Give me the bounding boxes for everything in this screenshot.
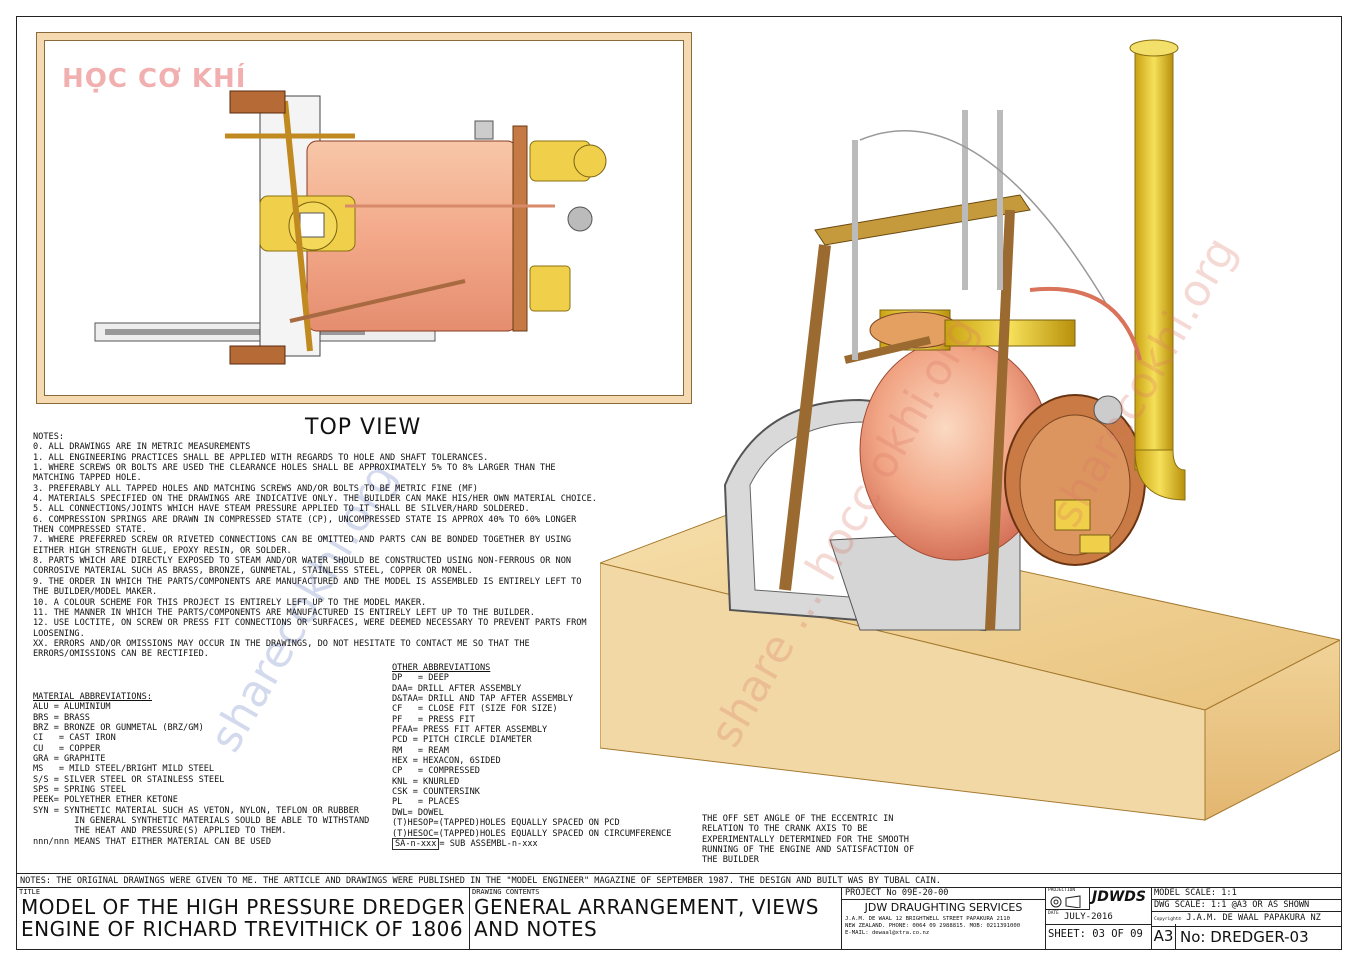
abbr-item: PF = PRESS FIT [392, 714, 475, 725]
abbr-item: D&TAA= DRILL AND TAP AFTER ASSEMBLY [392, 694, 574, 705]
top-view-title: TOP VIEW [305, 415, 422, 440]
address-line-2: NEW ZEALAND. PHONE: 0064 09 2988815. MOB… [845, 923, 1021, 929]
sheet-size: A3 [1152, 924, 1176, 949]
mat-item: BRS = BRASS [33, 712, 90, 723]
note-10: 10. A COLOUR SCHEME FOR THIS PROJECT IS … [33, 597, 427, 608]
date-cell: DATE JULY-2016 [1046, 910, 1152, 925]
abbr-item: HEX = HEXACON, 6SIDED [392, 756, 501, 767]
note-xx: XX. ERRORS AND/OR OMISSIONS MAY OCCUR IN… [33, 638, 535, 660]
general-notes: NOTES: 0. ALL DRAWINGS ARE IN METRIC MEA… [33, 432, 598, 660]
note-3: 3. PREFERABLY ALL TAPPED HOLES AND MATCH… [33, 483, 478, 494]
drawing-scale: DWG SCALE: 1:1 @A3 OR AS SHOWN [1152, 900, 1341, 912]
title-line-1: MODEL OF THE HIGH PRESSURE DREDGER [21, 895, 466, 919]
project-number: PROJECT No 09E-20-00 [842, 888, 1045, 900]
copyright-label: Copyright© [1154, 917, 1182, 922]
note-0: 0. ALL DRAWINGS ARE IN METRIC MEASUREMEN… [33, 442, 251, 453]
mat-item: CU = COPPER [33, 743, 101, 754]
mat-item: ALU = ALUMINIUM [33, 702, 111, 713]
abbr-item: DAA= DRILL AFTER ASSEMBLY [392, 683, 522, 694]
note-9: 9. THE ORDER IN WHICH THE PARTS/COMPONEN… [33, 576, 587, 598]
note-4: 4. MATERIALS SPECIFIED ON THE DRAWINGS A… [33, 494, 597, 505]
drawing-sheet-border [16, 16, 1342, 950]
mat-item: CI = CAST IRON [33, 733, 116, 744]
date-value: JULY-2016 [1064, 912, 1113, 922]
bottom-note: NOTES: THE ORIGINAL DRAWINGS WERE GIVEN … [16, 873, 1342, 887]
abbr-item: DP = DEEP [392, 673, 449, 684]
mat-item: IN GENERAL SYNTHETIC MATERIALS SOULD BE … [33, 816, 370, 827]
note-1: 1. ALL ENGINEERING PRACTICES SHALL BE AP… [33, 452, 489, 463]
title-line-2: ENGINE OF RICHARD TREVITHICK OF 1806 [21, 917, 464, 941]
abbr-item: PCD = PITCH CIRCLE DIAMETER [392, 735, 532, 746]
abbr-item: CSK = COUNTERSINK [392, 787, 480, 798]
projection-cell: PROJECTION JDWDS DATE JULY-2016 SHEET: 0… [1045, 887, 1152, 950]
mat-item: GRA = GRAPHITE [33, 754, 106, 765]
title-label: TITLE [19, 888, 41, 896]
abbr-item: RM = REAM [392, 745, 449, 756]
note-6: 6. COMPRESSION SPRINGS ARE DRAWN IN COMP… [33, 514, 582, 536]
projection-label: PROJECTION [1048, 888, 1076, 893]
other-abbreviations-heading: OTHER ABBREVIATIONS [392, 663, 491, 673]
abbr-item: CP = COMPRESSED [392, 766, 480, 777]
mat-item: S/S = SILVER STEEL OR STAINLESS STEEL [33, 774, 225, 785]
sheet-number: SHEET: 03 OF 09 [1048, 928, 1143, 940]
scale-cell: MODEL SCALE: 1:1 DWG SCALE: 1:1 @A3 OR A… [1151, 887, 1342, 950]
copyright: J.A.M. DE WAAL PAPAKURA NZ [1186, 913, 1321, 923]
mat-item: PEEK= POLYETHER ETHER KETONE [33, 795, 178, 806]
abbr-item: DWL= DOWEL [392, 807, 444, 818]
note-12: 12. USE LOCTITE, ON SCREW OR PRESS FIT C… [33, 618, 592, 639]
other-abbreviations: OTHER ABBREVIATIONS DP = DEEP DAA= DRILL… [392, 663, 692, 850]
projection-icon [1050, 895, 1081, 909]
contents-label: DRAWING CONTENTS [472, 888, 540, 896]
mat-item: MS = MILD STEEL/BRIGHT MILD STEEL [33, 764, 215, 775]
projection-symbol: PROJECTION [1046, 888, 1090, 910]
notes-heading: NOTES: [33, 432, 65, 442]
note-11: 11. THE MANNER IN WHICH THE PARTS/COMPON… [33, 607, 535, 618]
address-line-1: J.A.M. DE WAAL 12 BRIGHTWELL STREET PAPA… [845, 916, 1011, 922]
company-name: JDW DRAUGHTING SERVICES [864, 901, 1023, 914]
top-view-drawing [44, 40, 684, 396]
note-8: 8. PARTS WHICH ARE DIRECTLY EXPOSED TO S… [33, 556, 577, 577]
mat-item: SYN = SYNTHETIC MATERIAL SUCH AS VETON, … [33, 805, 359, 816]
eccentric-note: THE OFF SET ANGLE OF THE ECCENTRIC IN RE… [702, 814, 920, 866]
note-2: 1. WHERE SCREWS OR BOLTS ARE USED THE CL… [33, 463, 561, 484]
jdwds-logo: JDWDS [1092, 889, 1146, 905]
abbr-item: PL = PLACES [392, 797, 460, 808]
model-scale: MODEL SCALE: 1:1 [1152, 888, 1341, 900]
note-5: 5. ALL CONNECTIONS/JOINTS WHICH HAVE STE… [33, 504, 530, 515]
abbr-item: (T)HESOP=(TAPPED)HOLES EQUALLY SPACED ON… [392, 818, 620, 829]
mat-item: BRZ = BRONZE OR GUNMETAL (BRZ/GM) [33, 723, 204, 734]
abbr-item: (T)HESOC=(TAPPED)HOLES EQUALLY SPACED ON… [392, 828, 672, 839]
engine-3d-illustration [600, 39, 1340, 821]
abbr-item: CF = CLOSE FIT (SIZE FOR SIZE) [392, 704, 558, 715]
hoc-co-khi-logo: HỌC CƠ KHÍ [62, 64, 247, 94]
mat-item: SPS = SPRING STEEL [33, 785, 127, 796]
date-label: DATE [1048, 911, 1059, 916]
abbr-item: PFAA= PRESS FIT AFTER ASSEMBLY [392, 725, 548, 736]
sub-assembly-box: SA-n-xxx [392, 837, 440, 850]
contents-line-2: AND NOTES [474, 917, 598, 941]
material-abbreviations: MATERIAL ABBREVIATIONS: ALU = ALUMINIUM … [33, 692, 403, 847]
drawing-number: No: DREDGER-03 [1180, 928, 1309, 946]
abbr-item: KNL = KNURLED [392, 776, 460, 787]
material-abbreviations-heading: MATERIAL ABBREVIATIONS: [33, 692, 152, 702]
title-cell: TITLE MODEL OF THE HIGH PRESSURE DREDGER… [16, 887, 469, 950]
note-7: 7. WHERE PREFERRED SCREW OR RIVETED CONN… [33, 535, 577, 556]
mat-item: nnn/nnn MEANS THAT EITHER MATERIAL CAN B… [33, 836, 271, 847]
contents-line-1: GENERAL ARRANGEMENT, VIEWS [474, 895, 819, 919]
top-view-illustration [94, 90, 607, 365]
sub-assembly-text: = SUB ASSEMBL-n-xxx [439, 838, 538, 849]
email: E-MAIL: dewaal@xtra.co.nz [845, 930, 930, 936]
contents-cell: DRAWING CONTENTS GENERAL ARRANGEMENT, VI… [469, 887, 841, 950]
mat-item: THE HEAT AND PRESSURE(S) APPLIED TO THEM… [33, 826, 287, 837]
company-cell: PROJECT No 09E-20-00 JDW DRAUGHTING SERV… [841, 887, 1045, 950]
